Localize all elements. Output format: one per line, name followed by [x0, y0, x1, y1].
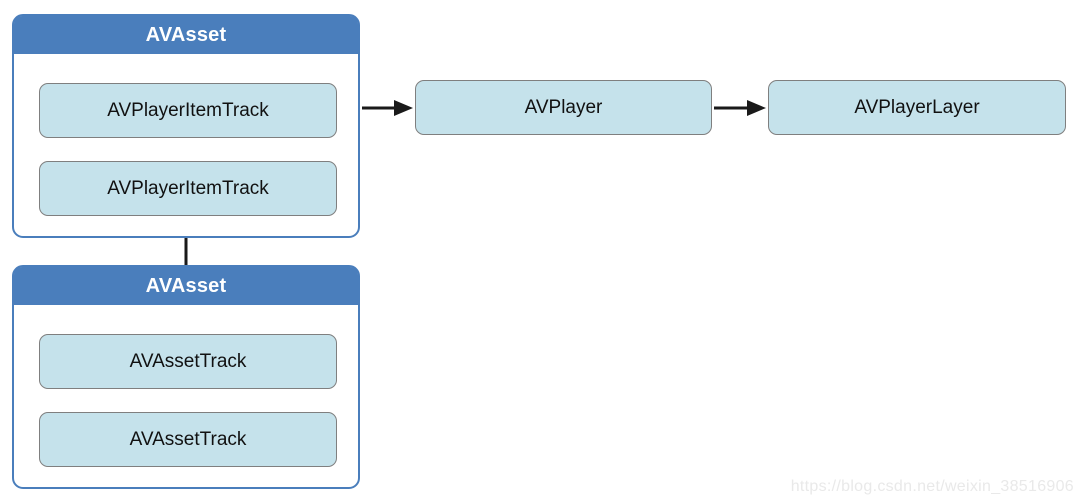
node-avassettrack-1: AVAssetTrack [39, 334, 337, 389]
avasset-group-top: AVAsset AVPlayerItemTrack AVPlayerItemTr… [12, 14, 360, 238]
watermark-url: https://blog.csdn.net/weixin_38516906 [790, 478, 1074, 495]
avasset-group-bottom: AVAsset AVAssetTrack AVAssetTrack [12, 265, 360, 489]
node-avplayeritemtrack-1: AVPlayerItemTrack [39, 83, 337, 138]
avasset-group-bottom-title: AVAsset [14, 267, 358, 305]
node-avplayeritemtrack-2: AVPlayerItemTrack [39, 161, 337, 216]
node-avplayer: AVPlayer [415, 80, 712, 135]
arrow-avplayer-to-avplayerlayer [714, 100, 766, 116]
arrow-avasset-to-avplayer [362, 100, 413, 116]
node-avassettrack-2: AVAssetTrack [39, 412, 337, 467]
node-avplayerlayer: AVPlayerLayer [768, 80, 1066, 135]
avasset-group-top-title: AVAsset [14, 16, 358, 54]
